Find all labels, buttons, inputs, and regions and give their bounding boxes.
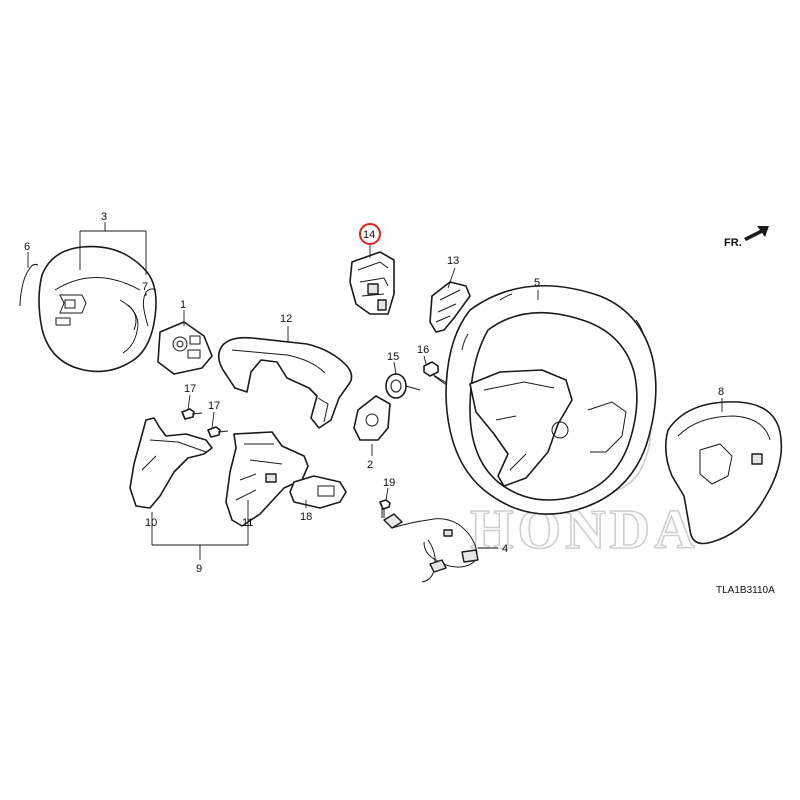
callout-7: 7: [142, 281, 148, 293]
callout-9: 9: [196, 563, 202, 575]
part-switch-assembly[interactable]: [157, 321, 213, 375]
part-horn-clip-right[interactable]: [142, 288, 157, 327]
part-steering-wheel[interactable]: [445, 284, 657, 515]
callout-2: 2: [367, 459, 373, 471]
callout-1: 1: [180, 299, 186, 311]
callout-17a: 17: [184, 383, 196, 395]
callout-6: 6: [24, 241, 30, 253]
part-bezel[interactable]: [225, 431, 309, 527]
front-label: FR.: [724, 237, 742, 249]
part-cover-2[interactable]: [353, 395, 391, 441]
callouts: 3 6 7 1 12 13 5 15 16 17 17 8 2 19 10 11…: [24, 211, 724, 575]
part-screw-17a[interactable]: [181, 408, 203, 420]
part-horn-clip-left[interactable]: [19, 263, 39, 307]
part-paddle-switch[interactable]: [349, 251, 395, 315]
part-bolt-16[interactable]: [423, 361, 449, 387]
diagram-code: TLA1B3110A: [716, 585, 775, 596]
front-direction-indicator: FR.: [724, 226, 769, 249]
callout-12: 12: [280, 313, 292, 325]
part-lower-garnish[interactable]: [129, 417, 213, 509]
callout-4: 4: [502, 543, 508, 555]
leader-lines: [27, 222, 723, 560]
highlight-ring: [359, 223, 381, 245]
callout-17b: 17: [208, 400, 220, 412]
part-rear-cover[interactable]: [664, 401, 783, 545]
callout-8: 8: [718, 386, 724, 398]
part-wire-harness[interactable]: [383, 513, 479, 583]
callout-11: 11: [242, 517, 253, 529]
part-screw-17b[interactable]: [207, 426, 229, 438]
callout-5: 5: [534, 277, 540, 289]
front-arrow-icon: [744, 226, 769, 241]
callout-15: 15: [387, 351, 399, 363]
part-lower-trim[interactable]: [217, 336, 353, 429]
part-paddle-right[interactable]: [429, 281, 471, 333]
callout-14: 14: [363, 229, 375, 241]
callout-14-highlight[interactable]: 14: [359, 223, 381, 245]
part-cruise-switch[interactable]: [289, 475, 347, 509]
callout-16: 16: [417, 344, 429, 356]
callout-18: 18: [300, 511, 312, 523]
callout-10: 10: [145, 517, 157, 529]
callout-3: 3: [101, 211, 107, 223]
part-steering-boss[interactable]: [385, 373, 421, 399]
callout-13: 13: [447, 255, 459, 267]
part-screw-19[interactable]: [379, 499, 391, 518]
callout-19: 19: [383, 477, 395, 489]
part-airbag-module[interactable]: [38, 245, 157, 373]
